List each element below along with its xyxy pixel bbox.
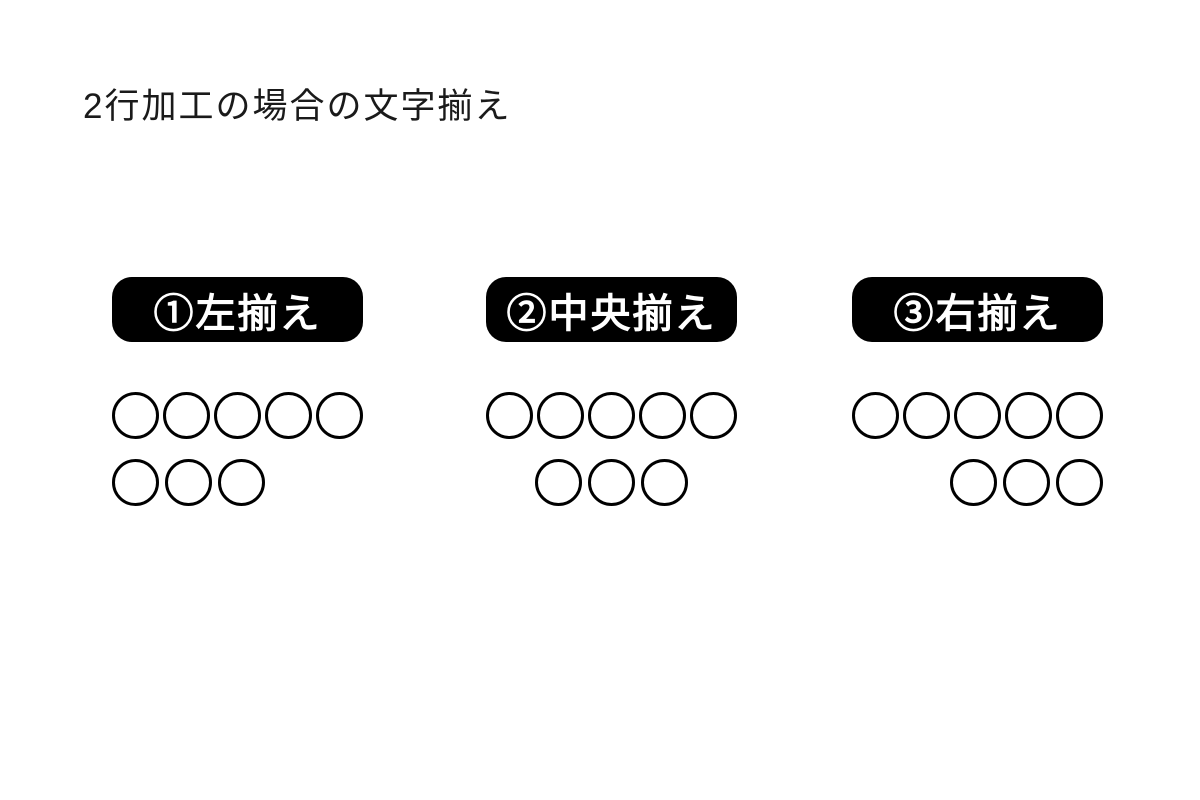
alignment-section-center: ②中央揃え [486,277,737,506]
page-title: 2行加工の場合の文字揃え [83,87,512,126]
character-circle [903,392,950,439]
center-align-circle-row-2 [486,459,737,506]
right-align-circle-row-1 [852,392,1103,439]
character-circle [954,392,1001,439]
character-circle [165,459,212,506]
character-circle [163,392,210,439]
left-align-badge: ①左揃え [112,277,363,342]
character-circle [690,392,737,439]
center-align-badge-label: ②中央揃え [506,291,717,336]
character-circle [1005,392,1052,439]
character-circle [486,392,533,439]
alignment-section-left: ①左揃え [112,277,363,506]
right-align-badge: ③右揃え [852,277,1103,342]
character-circle [588,392,635,439]
character-circle [218,459,265,506]
center-align-circle-row-1 [486,392,737,439]
character-circle [214,392,261,439]
character-circle [588,459,635,506]
character-circle [535,459,582,506]
alignment-section-right: ③右揃え [852,277,1103,506]
character-circle [112,392,159,439]
character-circle [639,392,686,439]
character-circle [537,392,584,439]
left-align-circle-row-2 [112,459,363,506]
right-align-circle-row-2 [852,459,1103,506]
character-circle [852,392,899,439]
center-align-badge: ②中央揃え [486,277,737,342]
character-circle [1056,392,1103,439]
character-circle [1003,459,1050,506]
character-circle [112,459,159,506]
right-align-badge-label: ③右揃え [893,291,1062,336]
left-align-badge-label: ①左揃え [153,291,322,336]
character-circle [641,459,688,506]
character-circle [950,459,997,506]
character-circle [1056,459,1103,506]
character-circle [316,392,363,439]
character-circle [265,392,312,439]
left-align-circle-row-1 [112,392,363,439]
